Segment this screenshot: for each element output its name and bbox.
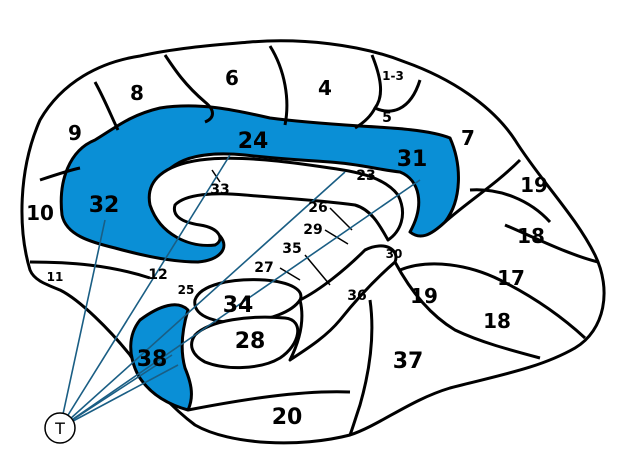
label-area-8: 8 <box>130 81 144 105</box>
label-area-7: 7 <box>461 126 475 150</box>
label-area-11: 11 <box>47 270 64 284</box>
area-19-lower-border <box>393 261 541 360</box>
label-area-23: 23 <box>356 168 375 184</box>
area-11-border <box>29 260 151 280</box>
parahippocampal-band <box>288 244 398 362</box>
t-marker-circle <box>44 412 76 444</box>
t-marker-label: T <box>54 419 65 438</box>
label-area-27: 27 <box>254 260 273 276</box>
label-area-30: 30 <box>386 247 403 261</box>
tick-27 <box>279 267 301 281</box>
area-4-border <box>268 45 289 126</box>
area-20-border <box>187 390 351 412</box>
label-area-25: 25 <box>178 283 195 297</box>
label-area-5: 5 <box>382 110 392 126</box>
label-area-18-lower: 18 <box>483 309 511 333</box>
label-area-18-upper: 18 <box>517 224 545 248</box>
label-area-19-lower: 19 <box>410 284 438 308</box>
label-area-26: 26 <box>308 200 327 216</box>
area-1-3-border <box>370 54 422 113</box>
area-9-border <box>39 166 81 182</box>
label-area-6: 6 <box>225 66 239 90</box>
label-area-35: 35 <box>282 241 301 257</box>
label-area-38: 38 <box>137 347 168 372</box>
area-8-border <box>93 81 120 131</box>
area-28-region <box>190 315 300 370</box>
corpus-callosum <box>147 156 404 247</box>
label-area-32: 32 <box>89 193 120 218</box>
label-area-28: 28 <box>235 329 266 354</box>
leader-lines <box>59 154 421 429</box>
label-area-19-upper: 19 <box>520 173 548 197</box>
tick-26 <box>329 207 353 231</box>
label-area-9: 9 <box>68 121 82 145</box>
area-6-border <box>163 54 214 124</box>
label-area-24: 24 <box>238 129 269 154</box>
label-area-36: 36 <box>347 288 366 304</box>
label-area-34: 34 <box>223 293 254 318</box>
calcarine-border <box>399 262 587 340</box>
label-area-37: 37 <box>393 349 424 374</box>
label-area-1-3: 1-3 <box>382 69 404 83</box>
label-area-17: 17 <box>497 266 525 290</box>
label-area-29: 29 <box>303 222 322 238</box>
label-area-31: 31 <box>397 147 428 172</box>
label-area-12: 12 <box>148 267 167 283</box>
area-37-border <box>348 299 374 436</box>
area-5-border <box>354 107 377 130</box>
area-7-border <box>444 158 522 224</box>
area-18-border <box>504 223 599 264</box>
label-area-4: 4 <box>318 76 332 100</box>
area-19-upper-border <box>469 188 552 224</box>
tick-35 <box>304 254 331 286</box>
label-area-20: 20 <box>272 405 303 430</box>
label-area-10: 10 <box>26 201 54 225</box>
label-area-33: 33 <box>210 182 229 198</box>
